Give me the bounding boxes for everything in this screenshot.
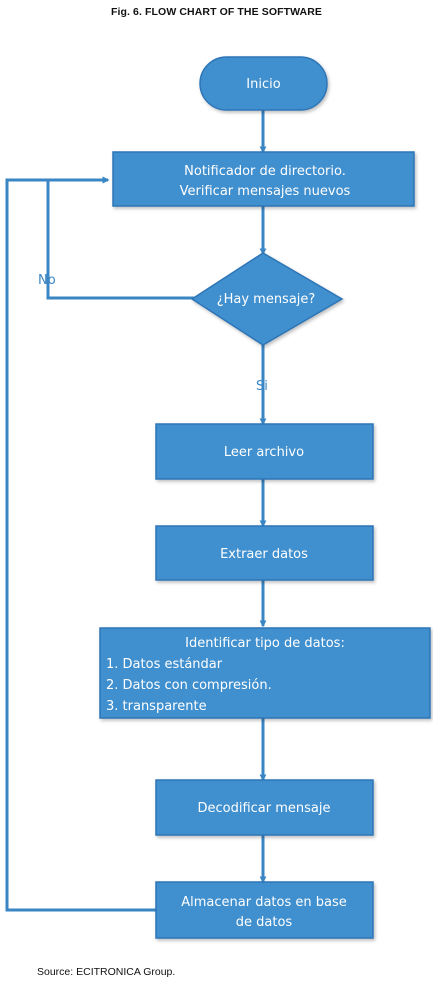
node-extract-label: Extraer datos (220, 547, 308, 562)
figure-caption: Fig. 6. FLOW CHART OF THE SOFTWARE (110, 6, 323, 18)
node-decision: ¿Hay mensaje? (190, 252, 344, 346)
node-start-label: Inicio (246, 77, 280, 92)
node-extract: Extraer datos (155, 525, 374, 581)
node-notify-line1: Notificador de directorio. (184, 164, 346, 179)
node-identify-item-3: 3. transparente (106, 699, 207, 714)
node-decode-label: Decodificar mensaje (197, 801, 330, 816)
edge-label-no: No (38, 273, 56, 288)
node-read: Leer archivo (155, 423, 374, 480)
node-decision-label: ¿Hay mensaje? (217, 292, 316, 307)
node-identify: Identificar tipo de datos: 1. Datos está… (99, 627, 431, 719)
node-identify-item-2: 2. Datos con compresión. (106, 678, 272, 693)
node-identify-title: Identificar tipo de datos: (185, 636, 345, 651)
node-notify: Notificador de directorio. Verificar men… (112, 151, 415, 207)
edge-label-yes: Si (256, 379, 268, 394)
node-store-line2: de datos (236, 915, 293, 930)
node-notify-line2: Verificar mensajes nuevos (180, 184, 351, 199)
node-start: Inicio (199, 56, 328, 111)
node-decode: Decodificar mensaje (155, 779, 374, 836)
figure-source: Source: ECITRONICA Group. (37, 966, 176, 978)
node-identify-item-1: 1. Datos estándar (106, 657, 223, 672)
connectors (5, 110, 267, 912)
node-store-line1: Almacenar datos en base (181, 895, 347, 910)
node-store: Almacenar datos en base de datos (155, 881, 374, 939)
arrow-store-loop-back (5, 176, 156, 912)
node-read-label: Leer archivo (224, 445, 304, 460)
